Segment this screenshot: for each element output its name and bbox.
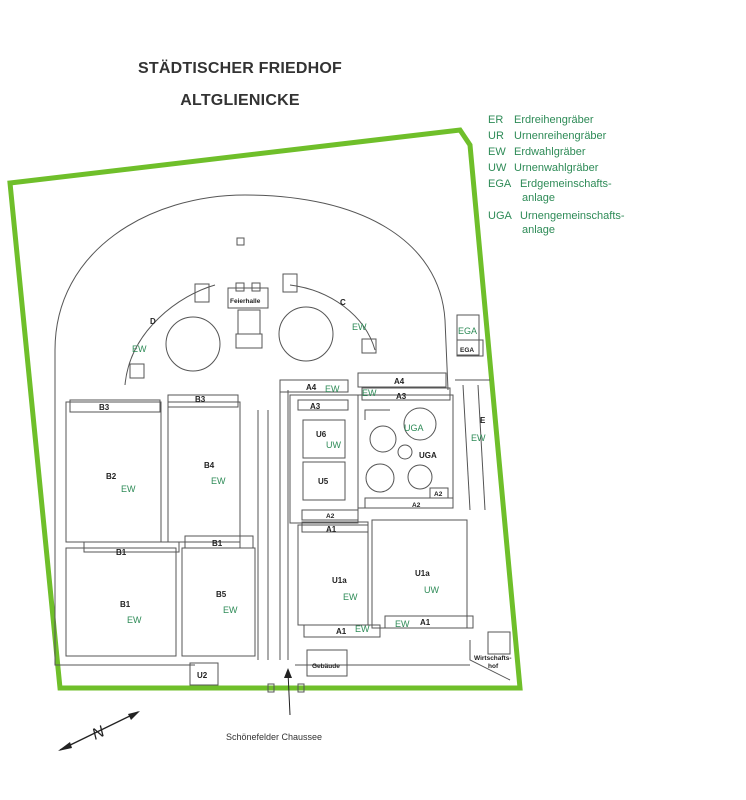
label-u1a-left: U1a (332, 576, 347, 585)
label-area-d: D (150, 317, 156, 326)
label-a1-top: A1 (326, 525, 337, 534)
label-u1a-right: U1a (415, 569, 430, 578)
label-u5: U5 (318, 477, 329, 486)
green-label-ew-d: EW (132, 344, 147, 354)
label-b1-low: B1 (120, 600, 131, 609)
label-a1-bottom-left: A1 (336, 627, 347, 636)
label-wirtschaftshof-2: hof (488, 663, 499, 670)
entrance-arrow-icon (284, 668, 292, 716)
label-ega: EGA (460, 347, 474, 354)
green-label-uw-u1a: UW (424, 585, 439, 595)
label-b1-mid-right: B1 (212, 539, 223, 548)
green-label-uw-u6: UW (326, 440, 341, 450)
label-b4: B4 (204, 461, 215, 470)
paths-outline (54, 194, 511, 693)
cemetery-boundary (7, 127, 523, 691)
label-area-c: C (340, 298, 346, 307)
green-label-ew-b1: EW (127, 615, 142, 625)
green-label-ew-a4-right: EW (362, 388, 377, 398)
green-label-ew-b5: EW (223, 605, 238, 615)
green-label-ew-a1-left: EW (355, 624, 370, 634)
green-label-ew-c: EW (352, 322, 367, 332)
label-u2: U2 (197, 671, 208, 680)
green-label-ew-u1a: EW (343, 592, 358, 602)
label-road: Schönefelder Chaussee (226, 732, 322, 742)
label-wirtschaftshof-1: Wirtschafts- (474, 655, 512, 662)
label-b3-left: B3 (99, 403, 110, 412)
label-feierhalle: Feierhalle (230, 298, 261, 305)
green-label-ew-a4-left: EW (325, 384, 340, 394)
label-a1-bottom-right: A1 (420, 618, 431, 627)
map-title-line2: ALTGLIENICKE (180, 92, 300, 109)
green-label-ew-a1-right: EW (395, 619, 410, 629)
label-a4-right: A4 (394, 377, 405, 386)
label-b2: B2 (106, 472, 117, 481)
label-b3-right: B3 (195, 395, 206, 404)
label-a2-right: A2 (434, 491, 443, 498)
label-uga: UGA (419, 451, 437, 460)
label-a2-left: A2 (326, 513, 335, 520)
north-label: N (90, 723, 108, 743)
green-label-ew-b4: EW (211, 476, 226, 486)
label-b5: B5 (216, 590, 227, 599)
green-label-uga-upper: UGA (404, 423, 424, 433)
label-u6: U6 (316, 430, 327, 439)
legend-item-uga-cont: anlage (522, 224, 556, 236)
map-title-line1: STÄDTISCHER FRIEDHOF (138, 60, 342, 77)
legend-item-ega-cont: anlage (522, 192, 556, 204)
label-a4-left: A4 (306, 383, 317, 392)
label-a3-right: A3 (396, 392, 407, 401)
green-label-ega: EGA (458, 326, 477, 336)
label-b1-mid-left: B1 (116, 548, 127, 557)
green-label-ew-e: EW (471, 433, 486, 443)
label-a3-left: A3 (310, 402, 321, 411)
label-a2-bottom: A2 (412, 502, 421, 509)
north-arrow-icon: N (58, 711, 140, 751)
green-label-ew-b2: EW (121, 484, 136, 494)
label-gebaeude: Gebäude (312, 663, 340, 670)
label-e: E (480, 416, 486, 425)
